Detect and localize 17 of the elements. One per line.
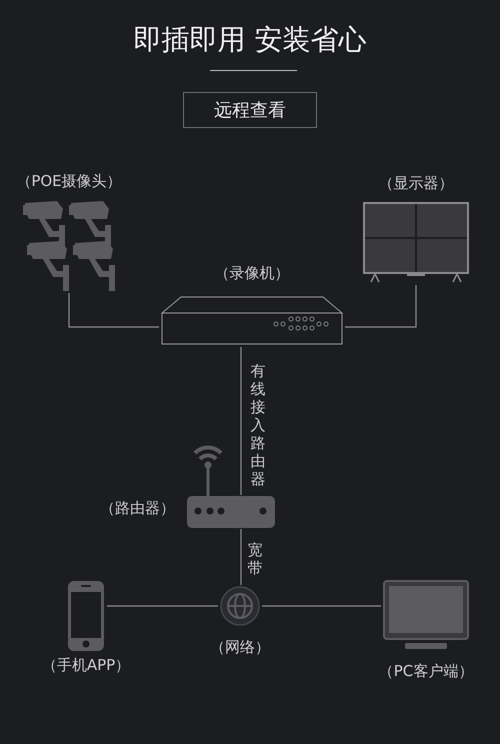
device-label: （路由器） <box>100 499 175 517</box>
connector-line <box>68 293 159 328</box>
device-label: （显示器） <box>378 174 454 192</box>
title-box: 远程查看 <box>183 92 317 128</box>
connector-line <box>262 605 381 607</box>
edge-label: 有线接入路由器 <box>250 362 266 488</box>
device-label: （POE摄像头） <box>16 172 122 190</box>
device-label: （网络） <box>210 638 270 656</box>
connector-line <box>240 347 242 495</box>
title: 即插即用 安装省心 <box>132 22 368 58</box>
connector-line <box>240 529 242 585</box>
device-label: （录像机） <box>214 264 290 282</box>
device-label: （手机APP） <box>42 656 130 674</box>
connector-line <box>345 285 417 328</box>
device-label: （PC客户端） <box>378 662 474 680</box>
edge-label: 宽带 <box>247 541 263 577</box>
connector-line <box>107 605 218 607</box>
